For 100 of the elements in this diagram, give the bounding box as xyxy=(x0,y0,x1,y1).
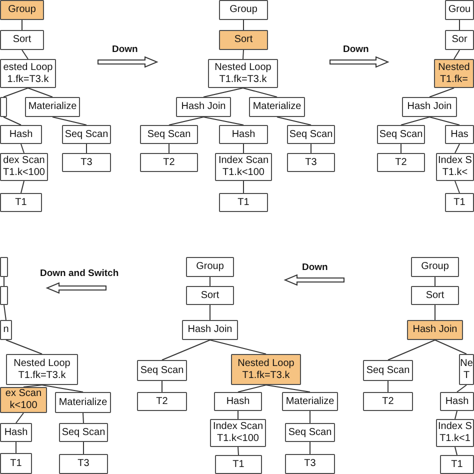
empty-box xyxy=(0,286,8,305)
node-label: T1 xyxy=(232,458,246,470)
connector-line xyxy=(454,446,458,456)
connector-line xyxy=(454,50,460,60)
node-label: Sort xyxy=(12,34,32,46)
plan-node-box xyxy=(182,320,238,340)
node-label: Hash xyxy=(444,396,470,408)
node-label: T1 xyxy=(14,196,28,208)
node-label: Materialize xyxy=(252,101,302,113)
plan-node-box xyxy=(0,453,32,474)
plan-node-box xyxy=(208,59,278,88)
node-label: Seq Scan xyxy=(60,426,106,438)
plan-node-box xyxy=(55,392,111,413)
plan-node-box xyxy=(411,286,459,305)
connector-line xyxy=(388,340,436,360)
connector-line xyxy=(16,412,24,424)
node-label: T1 xyxy=(236,196,250,208)
connector-line xyxy=(434,304,436,320)
connector-line xyxy=(459,20,460,30)
node-label: T1 xyxy=(450,458,464,470)
step-label: Down and Switch xyxy=(40,268,119,279)
plan-node-box xyxy=(231,354,301,385)
plan-node-box xyxy=(445,125,474,144)
plan-node-box xyxy=(59,454,108,474)
node-label: Materialize xyxy=(27,101,78,113)
plan-node-box xyxy=(140,153,198,172)
plan-node-box xyxy=(214,392,262,411)
node-label: Index S T1.k< xyxy=(437,155,473,179)
node-label: Hash xyxy=(3,426,29,438)
plan-node-box xyxy=(219,30,268,50)
node-label: Nested T1.fk= xyxy=(437,62,471,86)
connector-line xyxy=(429,88,454,98)
plan-node-box xyxy=(459,354,474,385)
node-label: Hash Join xyxy=(412,324,458,336)
node-label: Nested Loop T1.fk=T3.k xyxy=(214,62,272,86)
node-label: Nested Loop T1.fk=T3.k xyxy=(12,358,72,382)
plan-node-box xyxy=(287,153,335,172)
node-label: Seq Scan xyxy=(378,128,424,140)
node-label: Group xyxy=(228,4,258,16)
node-label: Seq Scan xyxy=(64,128,110,140)
plan-node-box xyxy=(186,286,234,305)
node-label: T1 xyxy=(452,196,466,208)
step-label: Down xyxy=(302,262,328,273)
plan-node-box xyxy=(285,423,335,442)
empty-box xyxy=(0,257,8,277)
plan-node-box xyxy=(407,320,463,340)
plan-node-box xyxy=(215,455,262,474)
node-label: Sort xyxy=(233,34,254,46)
plan-node-box xyxy=(0,320,12,340)
connector-line xyxy=(3,88,28,98)
node-label: ested Loop 1.fk=T3.k xyxy=(2,62,54,86)
plan-node-box xyxy=(363,392,413,411)
node-label: Group xyxy=(420,261,450,273)
connector-line xyxy=(4,304,6,320)
node-label: Index Scan T1.k<100 xyxy=(217,155,270,179)
node-label: Seq Scan xyxy=(146,128,192,140)
connector-line xyxy=(23,384,42,388)
node-label: Hash Join xyxy=(406,101,453,113)
plan-node-box xyxy=(137,360,187,381)
plan-node-box xyxy=(62,125,111,144)
node-label: Sor xyxy=(450,34,468,46)
plan-node-box xyxy=(445,30,474,50)
plan-node-box xyxy=(0,125,42,144)
connector-line xyxy=(266,384,310,392)
plan-node-box xyxy=(0,387,47,413)
plan-node-box xyxy=(0,30,44,50)
plan-node-box xyxy=(219,193,268,212)
node-label: T2 xyxy=(381,396,395,408)
connector-line xyxy=(238,384,266,392)
plan-node-box xyxy=(186,257,234,277)
node-label: Group xyxy=(195,261,225,273)
plan-node-box xyxy=(25,97,80,117)
connector-line xyxy=(454,410,458,420)
plan-node-box xyxy=(6,354,78,385)
connector-line xyxy=(203,88,244,98)
connector-line xyxy=(83,442,84,454)
node-label: Ne T xyxy=(459,358,474,382)
connector-line xyxy=(456,384,467,392)
node-label: T2 xyxy=(155,396,169,408)
connector-line xyxy=(400,144,402,154)
plan-node-box xyxy=(0,423,32,442)
plan-node-box xyxy=(0,0,44,20)
connector-line xyxy=(238,446,239,456)
connector-line xyxy=(434,340,467,354)
connector-line xyxy=(162,340,210,360)
node-label: Sort xyxy=(200,290,220,302)
node-label: Hash Join xyxy=(186,324,234,336)
plan-node-box xyxy=(285,454,335,474)
plan-node-box xyxy=(440,392,474,411)
connector-line xyxy=(42,384,84,392)
connector-line xyxy=(243,180,244,194)
node-label: T2 xyxy=(394,156,408,168)
connector-line xyxy=(310,144,312,154)
node-label: T3 xyxy=(76,458,90,470)
plan-node-box xyxy=(249,97,305,117)
node-label: Hash xyxy=(230,128,256,140)
plan-node-box xyxy=(363,360,413,381)
node-label: Seq Scan xyxy=(365,364,411,376)
node-label: Grou xyxy=(447,4,472,16)
connector-line xyxy=(400,116,430,126)
